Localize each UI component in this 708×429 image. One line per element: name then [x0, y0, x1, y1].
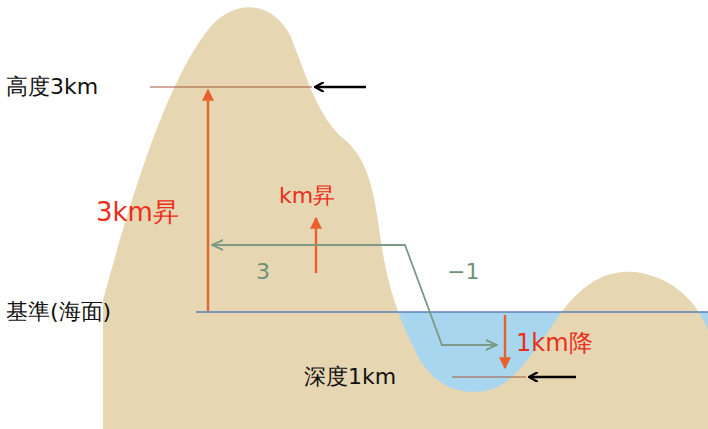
- rise-arrow: [207, 90, 209, 311]
- pointer-arrow: [316, 86, 366, 89]
- altitude-line: [150, 86, 312, 87]
- step-number: 3: [256, 260, 270, 284]
- land-profile: [103, 7, 708, 429]
- pointer-arrow: [530, 376, 576, 379]
- depth-line: [452, 376, 526, 377]
- reference-label: 基準(海面): [6, 300, 111, 324]
- fall-label: 1km降: [516, 330, 593, 356]
- depth-label: 深度1km: [304, 365, 396, 389]
- sea-level-line: [196, 311, 708, 312]
- step-number: −1: [447, 260, 479, 284]
- step-arrow: [212, 244, 326, 246]
- fall-arrow: [504, 315, 506, 368]
- step-arrow: [326, 245, 497, 345]
- rise-label: 3km昇: [96, 198, 179, 227]
- altitude-label: 高度3km: [6, 75, 98, 99]
- rise-label: km昇: [279, 184, 335, 208]
